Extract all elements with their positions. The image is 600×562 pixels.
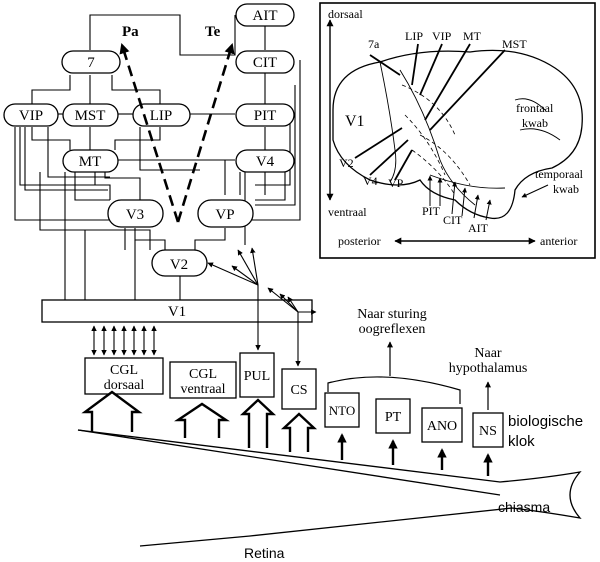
nucleus-cgl-ventraal bbox=[169, 361, 237, 399]
inset-ventraal: ventraal bbox=[328, 205, 367, 219]
nucleus-nto bbox=[324, 392, 360, 428]
area-lip-label: LIP bbox=[150, 108, 173, 124]
target-klok-line1: biologische bbox=[508, 413, 583, 430]
pt-label: PT bbox=[385, 410, 402, 425]
cgl-ventraal-line1: CGL bbox=[189, 367, 217, 382]
pulvinar-connections bbox=[207, 247, 317, 367]
brain-outline bbox=[332, 49, 583, 220]
inset-v1: V1 bbox=[345, 113, 365, 130]
cortical-connections bbox=[14, 14, 301, 300]
nucleus-pt bbox=[375, 398, 411, 434]
area-v2-label: V2 bbox=[170, 257, 188, 273]
nto-label: NTO bbox=[329, 403, 355, 418]
stream-pa-label: Pa bbox=[122, 24, 139, 40]
area-mst-label: MST bbox=[75, 108, 106, 124]
inset-frontaal-line1: frontaal bbox=[516, 101, 554, 115]
nucleus-ns bbox=[472, 412, 504, 448]
nucleus-cs bbox=[281, 368, 317, 410]
optic-pathway bbox=[77, 429, 582, 547]
area-v3 bbox=[107, 199, 164, 228]
inset-frame bbox=[319, 2, 596, 259]
area-ait bbox=[235, 3, 295, 27]
area-vp bbox=[197, 199, 254, 228]
inset-v4: V4 bbox=[363, 174, 378, 188]
inset-posterior: posterior bbox=[338, 234, 381, 248]
cgl-ventraal-line2: ventraal bbox=[180, 382, 225, 397]
area-mst bbox=[62, 103, 119, 127]
target-hypo-line1: Naar bbox=[474, 346, 502, 361]
subcortical-nuclei bbox=[84, 352, 504, 448]
nucleus-cgl-dorsaal bbox=[84, 357, 164, 395]
area-cit-label: CIT bbox=[253, 55, 277, 71]
chiasma-label: chiasma bbox=[498, 499, 550, 515]
cgl-dorsaal-line1: CGL bbox=[110, 363, 138, 378]
inset-vip: VIP bbox=[432, 29, 452, 43]
area-pit bbox=[235, 103, 295, 127]
area-vp-label: VP bbox=[215, 207, 234, 223]
area-v1-label: V1 bbox=[168, 304, 186, 320]
area-mt bbox=[62, 149, 119, 173]
inset-cit: CIT bbox=[443, 213, 463, 227]
hollow-input-arrows bbox=[81, 390, 318, 452]
stream-arrows bbox=[119, 43, 235, 223]
area-cit bbox=[235, 50, 295, 74]
pul-label: PUL bbox=[244, 369, 270, 384]
stream-te-label: Te bbox=[205, 24, 221, 40]
area-vip-label: VIP bbox=[19, 108, 43, 124]
area-ait-label: AIT bbox=[253, 8, 278, 24]
inset-lip: LIP bbox=[405, 29, 423, 43]
nucleus-ano bbox=[421, 407, 463, 443]
ano-label: ANO bbox=[427, 419, 457, 434]
area-mt-label: MT bbox=[79, 154, 102, 170]
nucleus-pul bbox=[239, 352, 275, 398]
inset-temporaal-line1: temporaal bbox=[535, 167, 584, 181]
inset-mst: MST bbox=[502, 37, 527, 51]
inset-vp: VP bbox=[388, 176, 404, 190]
cgl-dorsaal-line2: dorsaal bbox=[104, 378, 145, 393]
target-sturing-line2: oogreflexen bbox=[359, 322, 426, 337]
area-v4 bbox=[235, 149, 295, 173]
area-v2 bbox=[151, 249, 208, 277]
inset-anterior: anterior bbox=[540, 234, 577, 248]
cgl-v1-arrows bbox=[91, 325, 157, 356]
target-klok-line2: klok bbox=[508, 433, 535, 450]
cs-label: CS bbox=[290, 383, 307, 398]
inset-ait: AIT bbox=[468, 221, 489, 235]
retina-label: Retina bbox=[244, 545, 285, 561]
area-7 bbox=[61, 50, 121, 74]
area-v4-label: V4 bbox=[256, 154, 275, 170]
area-v3-label: V3 bbox=[126, 207, 144, 223]
inset-7a: 7a bbox=[368, 37, 380, 51]
target-sturing-line1: Naar sturing bbox=[357, 307, 427, 322]
area-7-label: 7 bbox=[87, 55, 95, 71]
brain-inset: dorsaal ventraal posterior anterior 7a L… bbox=[319, 2, 596, 259]
inset-frontaal-line2: kwab bbox=[522, 116, 548, 130]
area-vip bbox=[3, 103, 59, 127]
oogreflex-bracket bbox=[327, 341, 491, 410]
inset-v2: V2 bbox=[339, 156, 354, 170]
thin-input-arrows bbox=[337, 433, 493, 476]
inset-temporaal-line2: kwab bbox=[553, 182, 579, 196]
ns-label: NS bbox=[479, 424, 497, 439]
target-hypo-line2: hypothalamus bbox=[449, 361, 528, 376]
inset-mt: MT bbox=[463, 29, 482, 43]
inset-pit: PIT bbox=[422, 204, 441, 218]
inset-dorsaal: dorsaal bbox=[328, 7, 363, 21]
area-pit-label: PIT bbox=[254, 108, 277, 124]
